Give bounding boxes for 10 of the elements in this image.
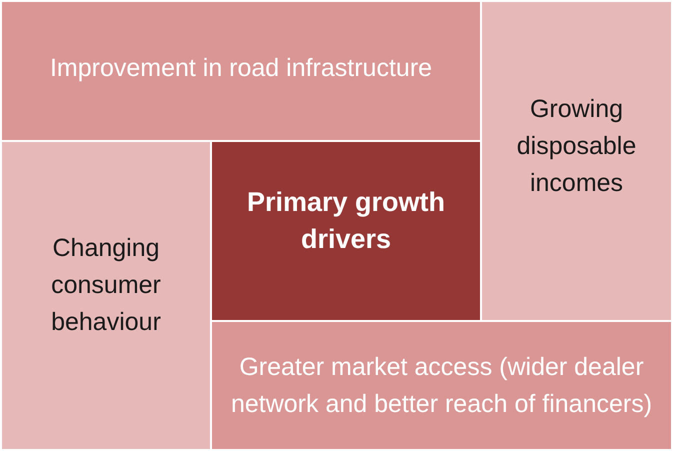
driver-text: Greater market access (wider dealer network and better reach of financers) [230,352,654,420]
driver-text: Changing consumer behaviour [50,233,162,338]
driver-panel [0,0,482,142]
driver-panel [210,320,673,451]
driver-text: Improvement in road infrastructure [50,52,432,84]
driver-panel [480,0,673,322]
driver-panel [0,140,212,451]
driver-text: Growing disposable incomes [516,94,638,198]
heading-text: Primary growth drivers [246,186,446,256]
center-panel [210,140,482,322]
